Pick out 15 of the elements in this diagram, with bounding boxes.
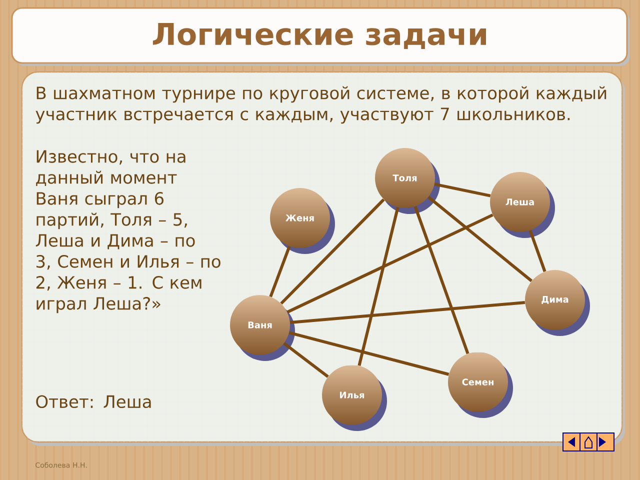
connection-line [269, 246, 291, 298]
connection-line [414, 206, 470, 354]
connection-line [427, 196, 533, 282]
problem-text: Известно, что на данный момент Ваня сыграл 6 партий, Толя – 5, Леша и Дима – по 3, Семен и Илья – по 2, Женя – 1. С кем играл Леша?» [36, 150, 220, 314]
problem-text: В шахматном турнире по круговой системе, в которой каждый участник встречается с каждым, участвуют 7 школьников. [36, 86, 606, 124]
connection-line [288, 331, 450, 376]
connection-line [528, 230, 546, 272]
connection-line [358, 206, 400, 366]
title: Логические задачи [152, 22, 486, 49]
connection-line [434, 182, 491, 198]
connection-line [290, 301, 526, 324]
connection-line [286, 214, 494, 314]
answer-text: Ответ: Леша [36, 395, 151, 408]
connection-line [283, 342, 329, 378]
connection-line [280, 198, 385, 305]
